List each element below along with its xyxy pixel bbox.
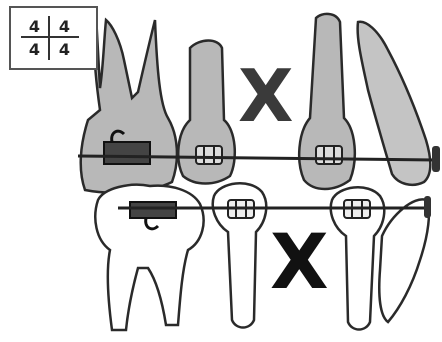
quadrant-lower-right: 4: [50, 38, 79, 60]
quadrant-notation-box: 4 4 4 4: [9, 6, 98, 70]
quadrant-lower-left: 4: [21, 38, 50, 60]
lower-canine: [379, 199, 429, 322]
quadrant-upper-left: 4: [21, 16, 50, 38]
quadrant-grid: 4 4 4 4: [21, 16, 79, 60]
upper-premolar-right-bracket: [316, 146, 342, 164]
lower-extraction-mark: X: [270, 224, 329, 300]
lower-wire-stop: [424, 196, 431, 218]
upper-premolar-left-bracket: [196, 146, 222, 164]
quadrant-upper-right: 4: [50, 16, 79, 38]
upper-wire-stop: [432, 146, 440, 172]
upper-extraction-mark: X: [238, 60, 294, 132]
